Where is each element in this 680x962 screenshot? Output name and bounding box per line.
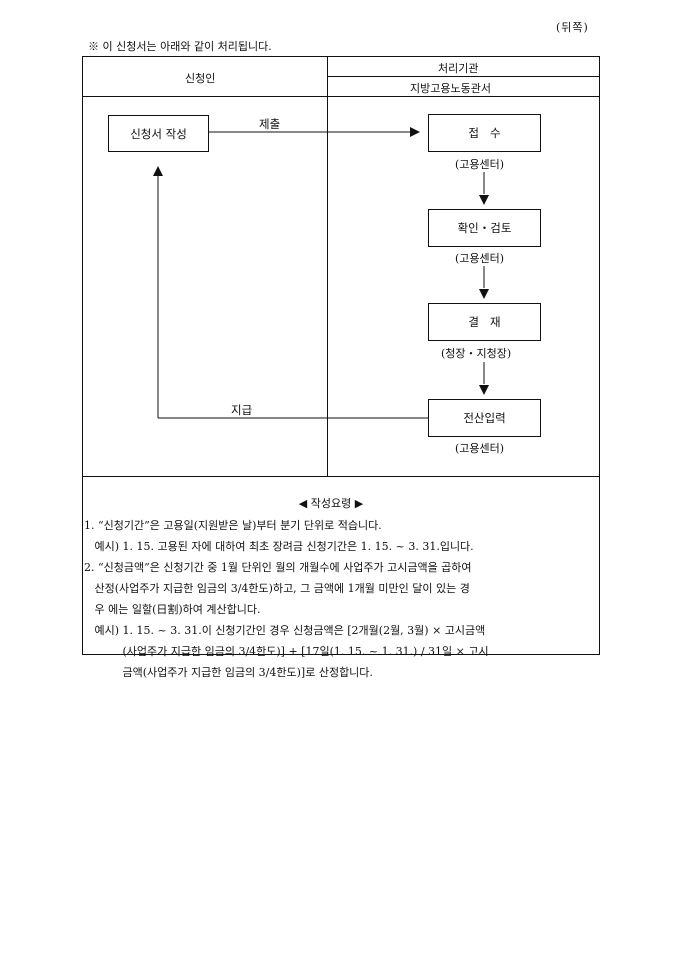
pay-label: 지급 <box>231 403 253 417</box>
flow-bottom-divider <box>82 476 600 477</box>
processor-header-divider <box>327 76 600 77</box>
column-divider <box>327 56 328 476</box>
step-review-box: 확인・검토 <box>428 209 541 247</box>
instruction-line: 1. “신청기간”은 고용일(지원받은 날)부터 분기 단위로 적습니다. <box>84 519 382 532</box>
instruction-line: 예시) 1. 15. ~ 3. 31.이 신청기간인 경우 신청금액은 [2개월… <box>84 624 486 637</box>
instruction-line: 2. “신청금액”은 신청기간 중 1월 단위인 월의 개월수에 사업주가 고시… <box>84 561 472 574</box>
applicant-header: 신청인 <box>185 72 216 85</box>
step-receipt-sub: (고용센터) <box>455 158 505 171</box>
step-receipt-box: 접 수 <box>428 114 541 152</box>
processing-note: ※ 이 신청서는 아래와 같이 처리됩니다. <box>88 40 272 53</box>
step-approval-sub: (청장・지청장) <box>441 347 512 360</box>
header-divider <box>82 96 600 97</box>
step-review-sub: (고용센터) <box>455 252 505 265</box>
application-write-box: 신청서 작성 <box>108 115 209 152</box>
step-approval-box: 결 재 <box>428 303 541 341</box>
instruction-line: 산정(사업주가 지급한 임금의 3/4한도)하고, 그 금액에 1개월 미만인 … <box>84 582 470 595</box>
instruction-line: (사업주가 지급한 임금의 3/4한도)] + [17일(1. 15. ~ 1.… <box>84 645 489 658</box>
process-table <box>82 56 600 655</box>
processor-header: 처리기관 <box>438 62 479 75</box>
page-side-label: (뒤쪽) <box>556 21 589 34</box>
instruction-line: 우 에는 일할(日割)하여 계산합니다. <box>84 603 261 616</box>
instructions-title: ◀ 작성요령 ▶ <box>298 497 364 510</box>
step-entry-box: 전산입력 <box>428 399 541 437</box>
instruction-line: 금액(사업주가 지급한 임금의 3/4한도)]로 산정합니다. <box>84 666 373 679</box>
submit-label: 제출 <box>259 117 281 131</box>
instruction-line: 예시) 1. 15. 고용된 자에 대하여 최초 장려금 신청기간은 1. 15… <box>84 540 474 553</box>
instructions: ◀ 작성요령 ▶ 1. “신청기간”은 고용일(지원받은 날)부터 분기 단위로… <box>84 497 598 683</box>
step-entry-sub: (고용센터) <box>455 442 505 455</box>
processor-subheader: 지방고용노동관서 <box>410 82 491 95</box>
